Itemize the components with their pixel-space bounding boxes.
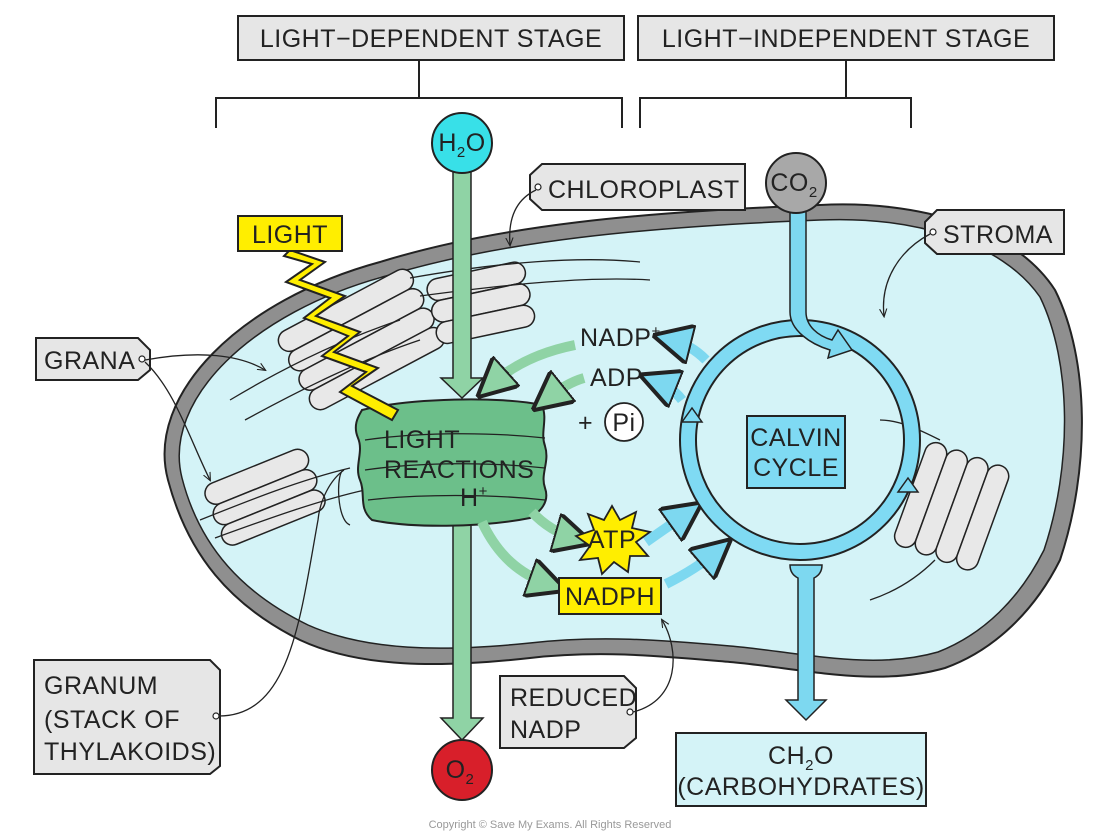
atp-burst: ATP <box>574 504 653 576</box>
phosphate-molecule: Pi <box>604 402 644 442</box>
svg-text:ATP: ATP <box>588 526 636 554</box>
light-to-atp-arrow <box>528 508 574 538</box>
h-plus-label: H+ <box>460 483 488 512</box>
light-zigzag-arrow <box>282 248 400 422</box>
nadp-to-light-arrow <box>492 340 576 384</box>
ch2o-outflow-arrow <box>784 564 828 722</box>
light-reactions-block: LIGHT REACTIONS H+ <box>354 398 548 527</box>
oxygen-arrow <box>439 514 485 742</box>
ch2o-formula: CH2O <box>768 742 834 774</box>
svg-text:LIGHT: LIGHT <box>252 221 328 249</box>
light-independent-stage-header: LIGHT−INDEPENDENT STAGE <box>637 15 1055 61</box>
adp-label: ADP <box>590 364 643 392</box>
light-to-nadph-arrow <box>477 519 548 584</box>
calvin-to-adp-arrow <box>658 382 686 400</box>
nadp-plus-label: NADP+ <box>580 323 661 352</box>
svg-text:THYLAKOIDS): THYLAKOIDS) <box>44 738 216 766</box>
grana-stack-right <box>893 441 1010 571</box>
grana-tag: GRANA <box>35 337 265 480</box>
light-label: LIGHT <box>237 215 343 252</box>
svg-text:Pi: Pi <box>612 409 635 437</box>
light-reactions-label-line1: LIGHT <box>384 426 460 454</box>
oxygen-molecule: O2 <box>431 739 493 801</box>
svg-text:CALVIN: CALVIN <box>750 424 841 452</box>
light-dependent-stage-label: LIGHT−DEPENDENT STAGE <box>260 25 602 53</box>
reduced-nadp-tag: REDUCED NADP <box>499 620 674 749</box>
carbohydrates-box: CH2O (CARBOHYDRATES) <box>675 732 927 807</box>
co2-inflow-arrow <box>789 207 854 360</box>
copyright-text: Copyright © Save My Exams. All Rights Re… <box>429 819 672 831</box>
calvin-cycle-label: CALVIN CYCLE <box>746 415 846 489</box>
svg-text:STROMA: STROMA <box>943 221 1053 249</box>
plus-sign: + <box>578 409 593 437</box>
chloroplast-tag: CHLOROPLAST <box>510 163 746 245</box>
svg-text:CO2: CO2 <box>770 169 817 201</box>
svg-text:H2O: H2O <box>438 129 485 161</box>
water-molecule: H2O <box>431 112 493 174</box>
stroma-tag: STROMA <box>883 209 1065 316</box>
svg-text:(STACK OF: (STACK OF <box>44 706 180 734</box>
carbohydrates-label: (CARBOHYDRATES) <box>677 773 924 801</box>
water-arrow <box>439 171 485 400</box>
calvin-to-nadp-arrow <box>672 340 710 360</box>
light-independent-bracket <box>639 60 912 128</box>
nadph-label: NADPH <box>558 577 662 615</box>
granum-tag: GRANUM (STACK OF THYLAKOIDS) <box>33 469 351 775</box>
co2-molecule: CO2 <box>765 152 827 214</box>
atp-to-calvin-arrow <box>643 514 686 547</box>
adp-to-light-arrow <box>548 378 586 398</box>
svg-text:CHLOROPLAST: CHLOROPLAST <box>548 176 740 204</box>
svg-text:NADP: NADP <box>510 716 581 744</box>
light-independent-stage-label: LIGHT−INDEPENDENT STAGE <box>662 25 1030 53</box>
light-dependent-stage-header: LIGHT−DEPENDENT STAGE <box>237 15 625 61</box>
light-dependent-bracket <box>215 60 623 128</box>
svg-text:O2: O2 <box>446 756 475 788</box>
svg-text:GRANA: GRANA <box>44 347 135 375</box>
svg-text:GRANUM: GRANUM <box>44 672 158 700</box>
light-reactions-label-line2: REACTIONS <box>384 456 534 484</box>
svg-text:NADPH: NADPH <box>565 583 655 611</box>
nadph-to-calvin-arrow <box>663 552 716 589</box>
svg-text:CYCLE: CYCLE <box>753 454 839 482</box>
svg-text:REDUCED: REDUCED <box>510 684 637 712</box>
